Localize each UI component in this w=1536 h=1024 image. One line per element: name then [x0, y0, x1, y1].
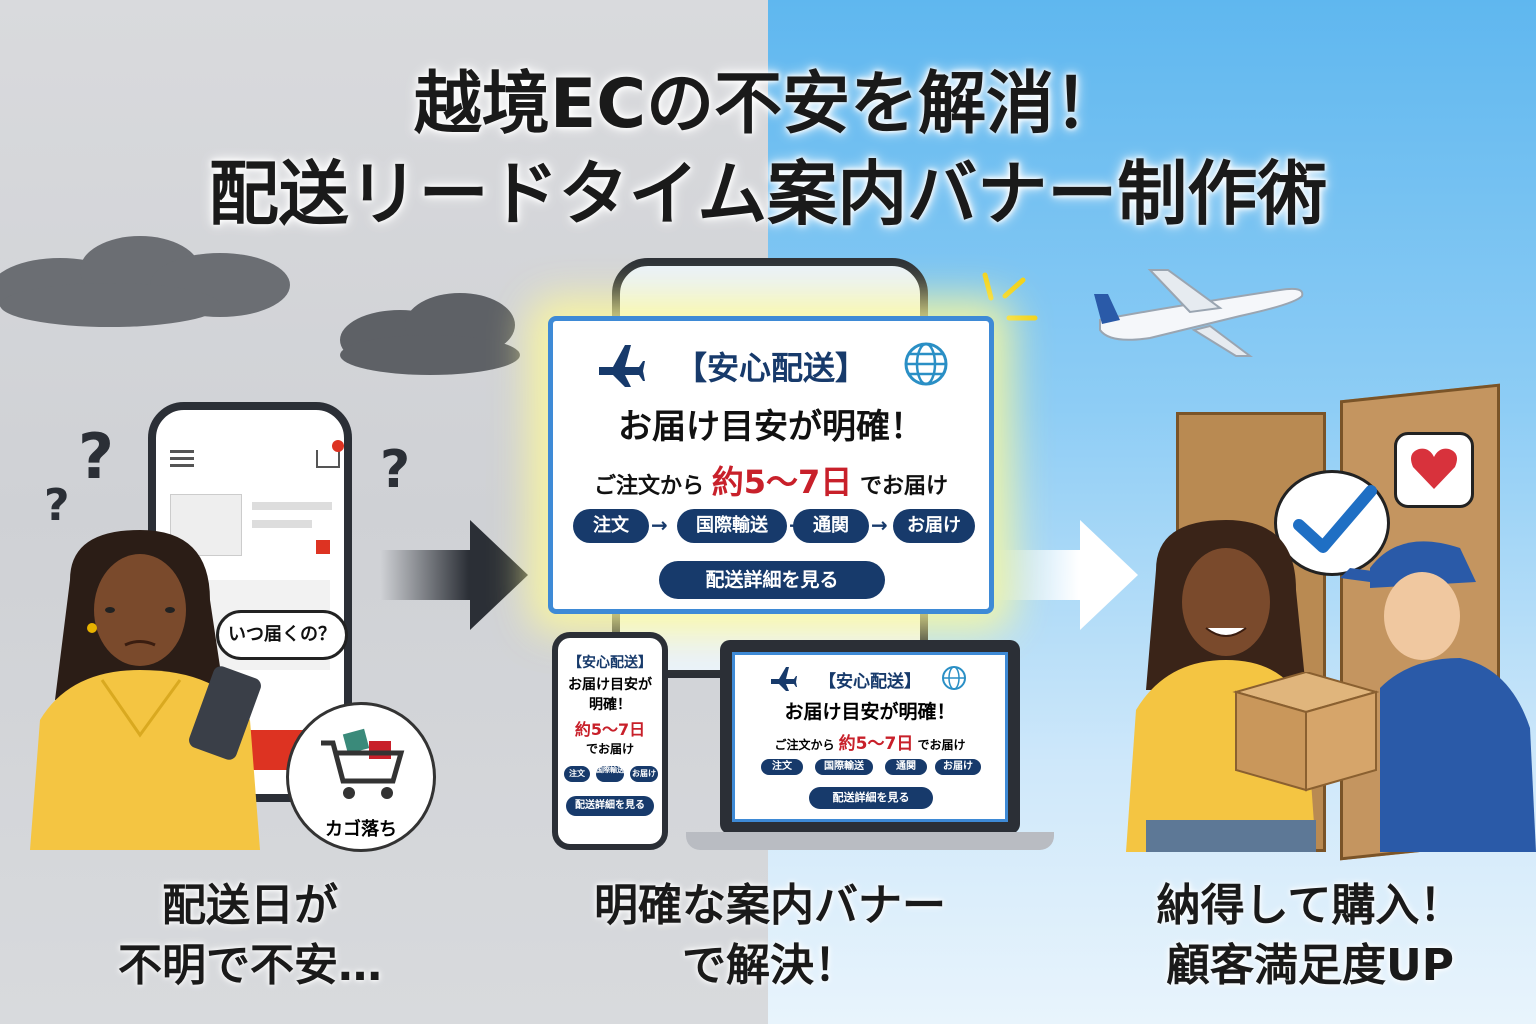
banner-subheading: お届け目安が明確！ — [618, 407, 924, 447]
right-caption-line-2: 顧客満足度UP — [1166, 940, 1454, 991]
shopping-cart-icon — [321, 728, 405, 799]
small-banner-line1: お届け目安が — [568, 677, 652, 693]
banner-lead: ご注文から 約5〜7日 でお届け — [553, 457, 989, 503]
cart-badge — [332, 440, 344, 452]
cart-icon — [316, 450, 340, 468]
left-caption-line-2: 不明で不安… — [118, 940, 382, 991]
add-button — [316, 540, 330, 554]
airplane-icon — [599, 345, 645, 387]
speech-bubble: いつ届くの？ — [216, 610, 348, 660]
arrow-right-icon — [380, 520, 528, 630]
step-pill: 注文 — [564, 766, 590, 782]
product-text — [252, 520, 312, 528]
step-pill: 注文 — [573, 509, 649, 543]
heart-bubble — [1394, 432, 1474, 508]
storm-cloud-icon — [0, 236, 520, 375]
airplane-icon — [771, 667, 797, 691]
step-arrow-icon: → — [871, 513, 888, 537]
small-banner-line2: 明確！ — [589, 697, 631, 713]
step-pill: お届け — [935, 759, 981, 775]
laptop-banner: 【安心配送】 お届け目安が明確！ ご注文から 約5〜7日 でお届け 注文 国際輸… — [732, 652, 1008, 822]
small-phone-frame: 【安心配送】 お届け目安が 明確！ 約5〜7日 でお届け 注文 国際輸送 お届け… — [552, 632, 668, 850]
left-caption-line-1: 配送日が — [162, 880, 338, 931]
banner-lead-highlight: 約5〜7日 — [711, 463, 853, 501]
heart-icon — [1411, 448, 1457, 489]
globe-icon — [904, 342, 948, 386]
title-line-2: 配送リードタイム案内バナー制作術 — [208, 153, 1328, 235]
step-pill: お届け — [893, 509, 975, 543]
small-banner-highlight: 約5〜7日 — [574, 720, 646, 739]
center-caption-line-1: 明確な案内バナー — [594, 880, 946, 931]
small-banner-post: でお届け — [585, 742, 634, 756]
right-caption-line-1: 納得して購入！ — [1156, 880, 1464, 931]
laptop-base — [686, 832, 1054, 850]
laptop-lead-post: でお届け — [917, 738, 966, 752]
arrow-right-icon — [990, 520, 1138, 630]
center-caption-line-2: で解決！ — [682, 940, 858, 991]
title-line-1: 越境ECの不安を解消！ — [413, 65, 1123, 144]
delivery-details-button[interactable]: 配送詳細を見る — [659, 561, 885, 599]
menu-icon — [170, 450, 194, 453]
small-banner-heading: 【安心配送】 — [568, 655, 652, 671]
happy-woman-illustration — [1126, 520, 1316, 852]
delivery-person-illustration — [1340, 541, 1536, 852]
delivery-banner: 【安心配送】 お届け目安が明確！ ご注文から 約5〜7日 でお届け 注文 → 国… — [548, 316, 994, 614]
step-pill: 国際輸送 — [815, 759, 873, 775]
question-mark-icon: ? — [44, 480, 70, 531]
banner-lead-post: でお届け — [859, 474, 948, 499]
step-pill: 通関 — [885, 759, 927, 775]
step-pill: 通関 — [793, 509, 869, 543]
airplane-icon — [1094, 269, 1304, 357]
step-arrow-icon: → — [651, 513, 668, 537]
cart-abandon-circle: カゴ落ち — [286, 702, 436, 852]
package-box-icon — [1232, 672, 1380, 792]
step-pill: 国際輸送 — [677, 509, 787, 543]
cart-abandon-label: カゴ落ち — [325, 819, 397, 840]
laptop-delivery-details-button[interactable]: 配送詳細を見る — [809, 787, 933, 809]
question-mark-icon: ? — [78, 420, 114, 493]
sparkle-icon — [982, 272, 1038, 321]
banner-heading: 【安心配送】 — [674, 349, 867, 387]
laptop-banner-lead: ご注文から 約5〜7日 でお届け — [735, 729, 1005, 754]
step-pill: 国際輸送 — [596, 766, 624, 782]
check-bubble — [1274, 470, 1390, 576]
question-mark-icon: ? — [380, 440, 411, 500]
step-pill: お届け — [630, 766, 658, 782]
step-pill: 注文 — [761, 759, 803, 775]
laptop-banner-subheading: お届け目安が明確！ — [784, 701, 956, 723]
laptop-lead-highlight: 約5〜7日 — [838, 734, 914, 754]
checkmark-icon — [1293, 485, 1377, 553]
laptop-lead-pre: ご注文から — [774, 738, 835, 752]
laptop-banner-heading: 【安心配送】 — [819, 672, 921, 692]
banner-lead-pre: ご注文から — [594, 474, 705, 499]
globe-icon — [942, 666, 966, 690]
small-delivery-details-button[interactable]: 配送詳細を見る — [566, 796, 654, 816]
product-text — [252, 502, 332, 510]
